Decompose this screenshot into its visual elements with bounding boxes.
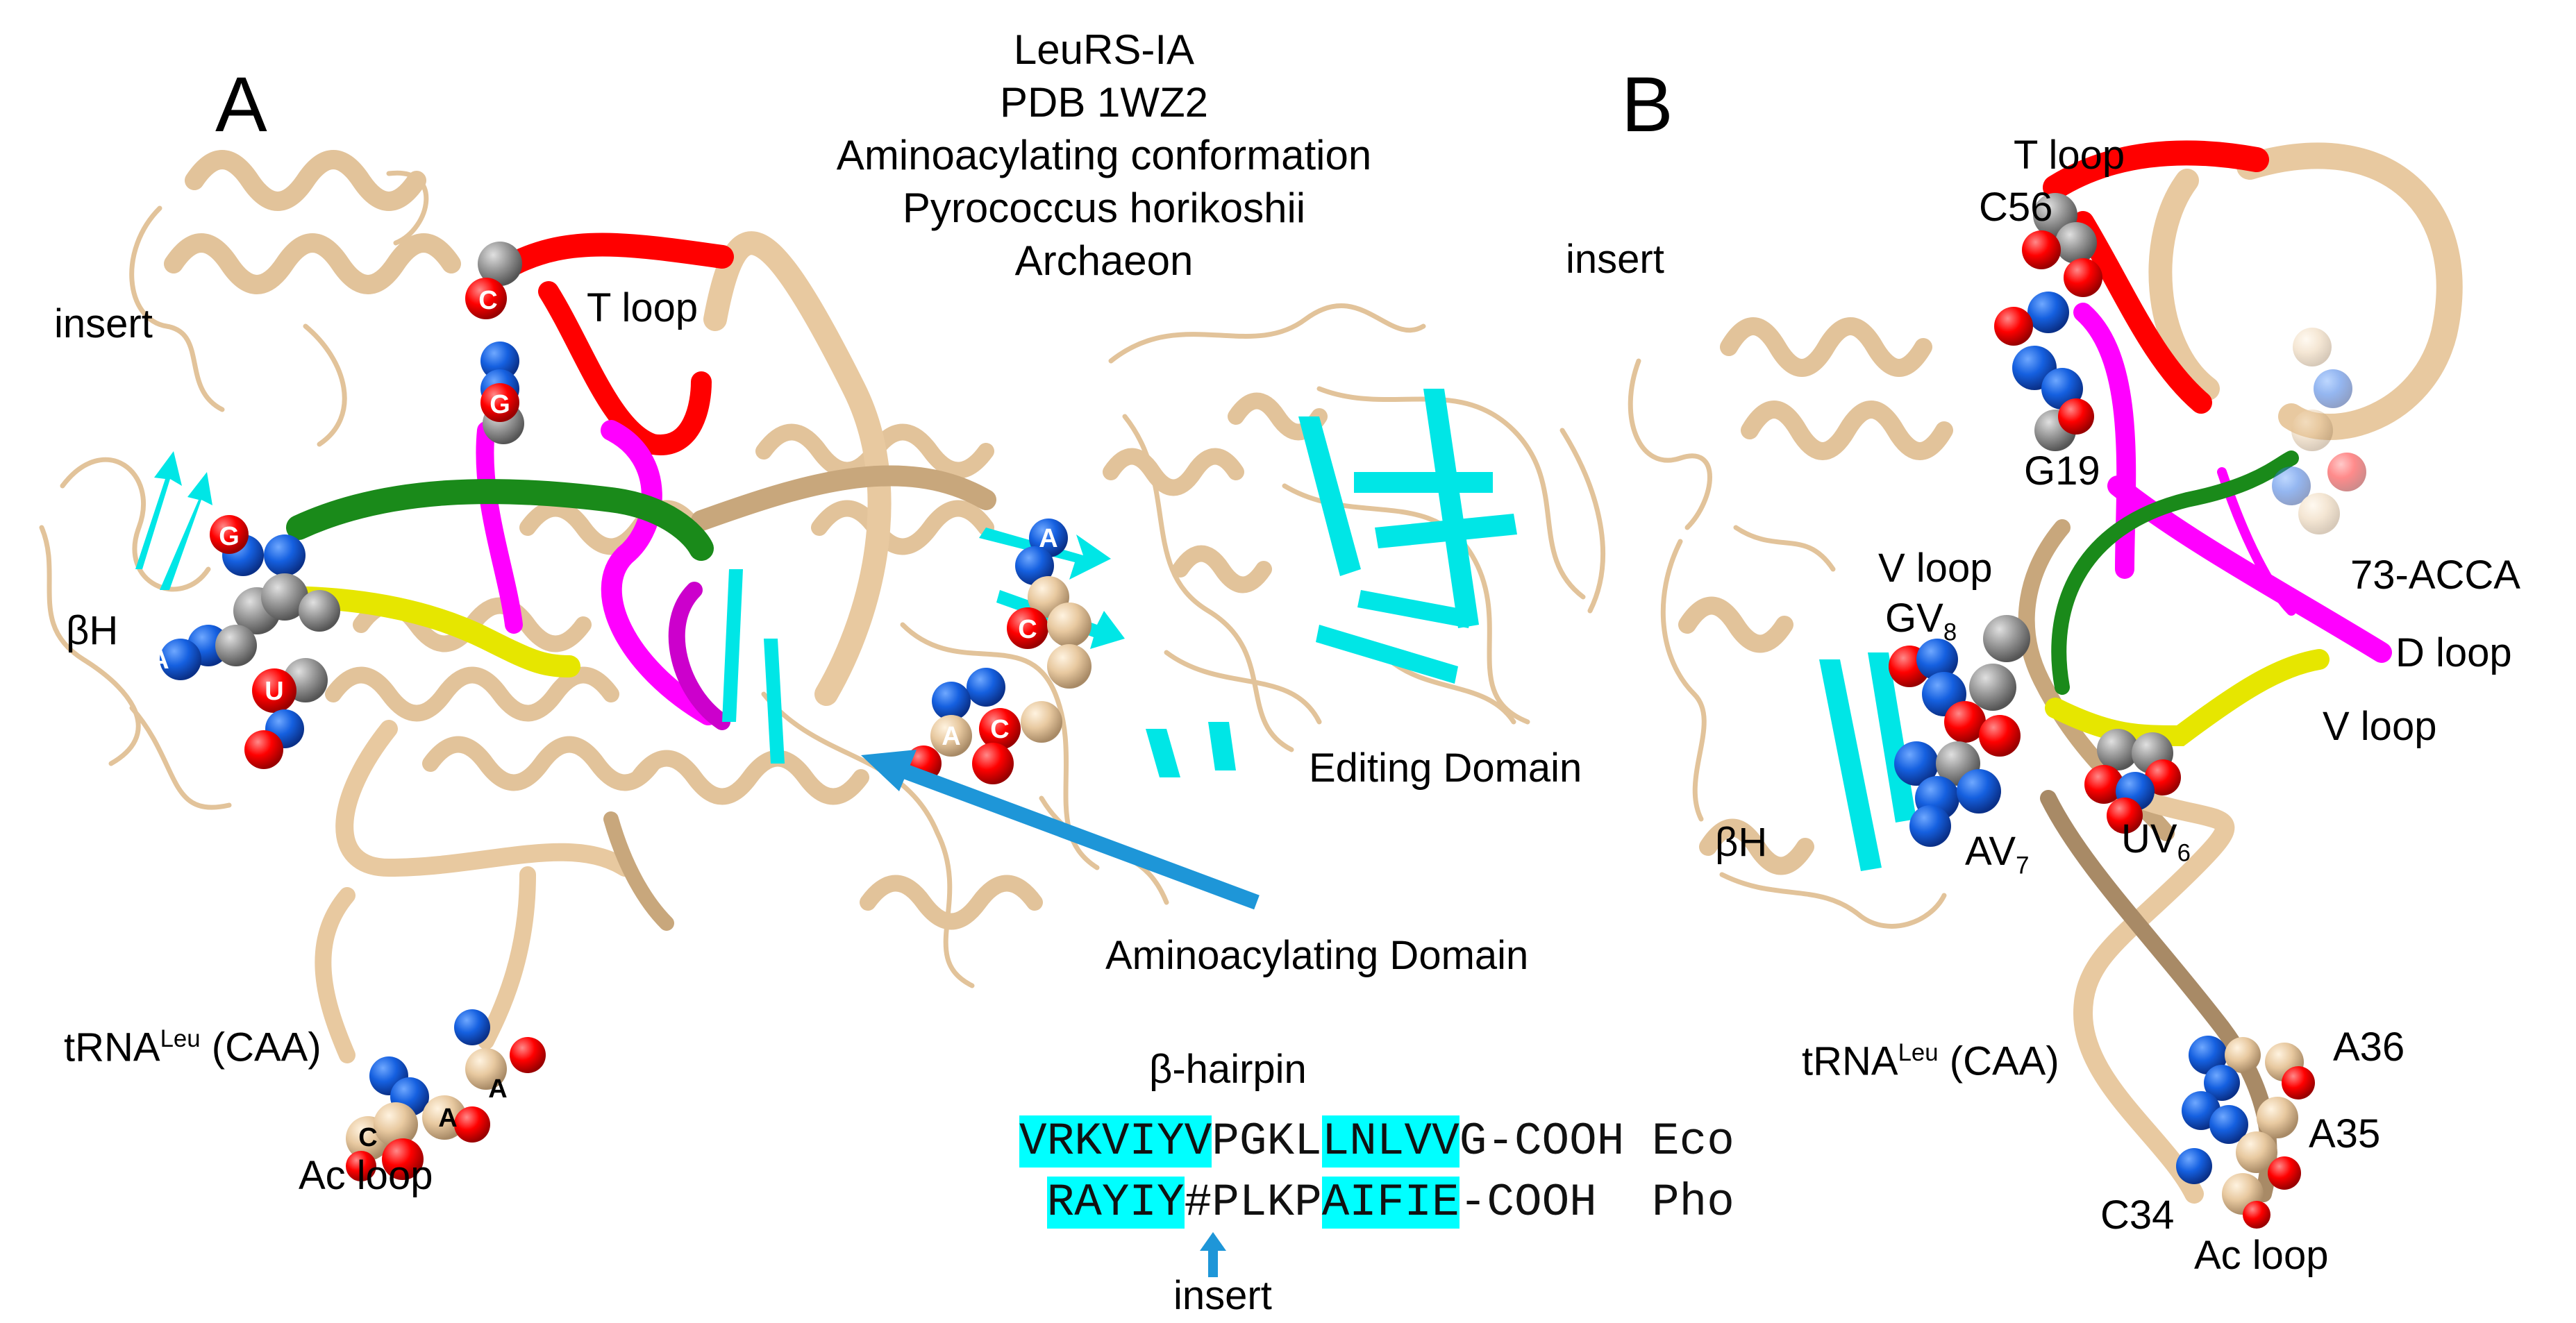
panel-b-acca-faded bbox=[2272, 328, 2366, 534]
panel-a-trna-ribbons bbox=[267, 233, 734, 730]
panel-a-trna-label: tRNALeu (CAA) bbox=[64, 1025, 321, 1070]
panel-a-ac-loop-label: Ac loop bbox=[299, 1153, 433, 1198]
title-line-pdb: PDB 1WZ2 bbox=[999, 79, 1209, 126]
title-line-domain-of-life: Archaeon bbox=[1014, 237, 1194, 284]
panel-b-ac-loop-label: Ac loop bbox=[2194, 1233, 2329, 1278]
panel-b-t-loop-label: T loop bbox=[2014, 133, 2125, 178]
panel-b-g19-label: G19 bbox=[2024, 448, 2100, 494]
panel-b-gv8-label: GV8 bbox=[1885, 596, 1957, 646]
nucleotide-tag-anticodon-a1: A bbox=[438, 1104, 458, 1133]
title-line-organism: Pyrococcus horikoshii bbox=[902, 185, 1306, 231]
panel-b-c56-label: C56 bbox=[1979, 185, 2053, 230]
highlight-segment-1: RAYIY bbox=[1046, 1177, 1185, 1229]
sequence-row-pho: RAYIY#PLKPAIFIE-COOH Pho bbox=[1046, 1177, 1734, 1229]
panel-a-letter: A bbox=[215, 61, 267, 148]
panel-b-trna-label: tRNALeu (CAA) bbox=[1802, 1038, 2059, 1084]
panel-b-d-loop-label: D loop bbox=[2395, 630, 2512, 675]
panel-b-v-loop-top-label: V loop bbox=[1878, 546, 1993, 591]
panel-b-c34-label: C34 bbox=[2100, 1193, 2175, 1238]
panel-b-a35-label: A35 bbox=[2309, 1111, 2381, 1156]
nucleotide-tag-beta-h-g: G bbox=[219, 522, 240, 551]
panel-a-insert-label: insert bbox=[54, 301, 153, 346]
title-line-protein: LeuRS-IA bbox=[1013, 26, 1195, 73]
beta-hairpin-heading: β-hairpin bbox=[1149, 1047, 1307, 1092]
editing-domain-label: Editing Domain bbox=[1309, 745, 1582, 791]
nucleotide-tag-anticodon-c: C bbox=[358, 1123, 378, 1152]
panel-b-v-loop-right-label: V loop bbox=[2323, 704, 2437, 749]
nucleotide-tag-acca-c1: C bbox=[1018, 615, 1037, 644]
panel-a-protein bbox=[39, 150, 1605, 1063]
nucleotide-tag-t-loop-g: G bbox=[490, 390, 510, 419]
panel-b-uv6-label: UV6 bbox=[2121, 816, 2191, 867]
nucleotide-tag-anticodon-a2: A bbox=[488, 1075, 508, 1104]
panel-b-a36-label: A36 bbox=[2333, 1025, 2405, 1070]
sequence-row-eco: VRKVIYVPGKLLNLVVG-COOH Eco bbox=[1019, 1115, 1734, 1168]
highlight-segment-2: LNLVV bbox=[1321, 1115, 1460, 1168]
insert-arrow bbox=[1200, 1232, 1226, 1277]
aminoacylating-domain-label: Aminoacylating Domain bbox=[1105, 933, 1529, 978]
nucleotide-tag-beta-h-u: U bbox=[265, 677, 284, 706]
highlight-segment-1: VRKVIYV bbox=[1019, 1115, 1212, 1168]
organism-code: Pho bbox=[1652, 1177, 1734, 1229]
organism-code: Eco bbox=[1651, 1115, 1734, 1168]
panel-b-av7-label: AV7 bbox=[1965, 829, 2030, 879]
panel-b-beta-h-label: βH bbox=[1715, 820, 1768, 865]
nucleotide-tag-beta-h-a: A bbox=[150, 646, 169, 675]
nucleotide-tag-t-loop-c: C bbox=[478, 286, 498, 315]
panel-b-trna-ribbons bbox=[2043, 140, 2392, 747]
panel-b-letter: B bbox=[1621, 61, 1673, 148]
panel-a-beta-h-label: βH bbox=[66, 608, 119, 653]
nucleotide-tag-acca-c2: C bbox=[990, 715, 1010, 744]
highlight-segment-2: AIFIE bbox=[1321, 1177, 1460, 1229]
nucleotide-tag-acca-a2: A bbox=[942, 722, 961, 751]
panel-b-protein bbox=[1628, 142, 2463, 1204]
panel-a-t-loop-label: T loop bbox=[587, 285, 699, 330]
panel-b-insert-label: insert bbox=[1566, 237, 1664, 282]
nucleotide-tag-acca-a1: A bbox=[1039, 524, 1058, 553]
panel-b-acca-label: 73-ACCA bbox=[2350, 553, 2520, 598]
panel-a-spacefill bbox=[160, 242, 1092, 1181]
sequence-insert-label: insert bbox=[1173, 1273, 1272, 1318]
aminoacylating-arrow bbox=[861, 750, 1260, 910]
title-line-conformation: Aminoacylating conformation bbox=[836, 132, 1372, 178]
panel-a-beta-strands bbox=[132, 389, 1517, 777]
panel-b-spacefill bbox=[1889, 193, 2315, 1229]
